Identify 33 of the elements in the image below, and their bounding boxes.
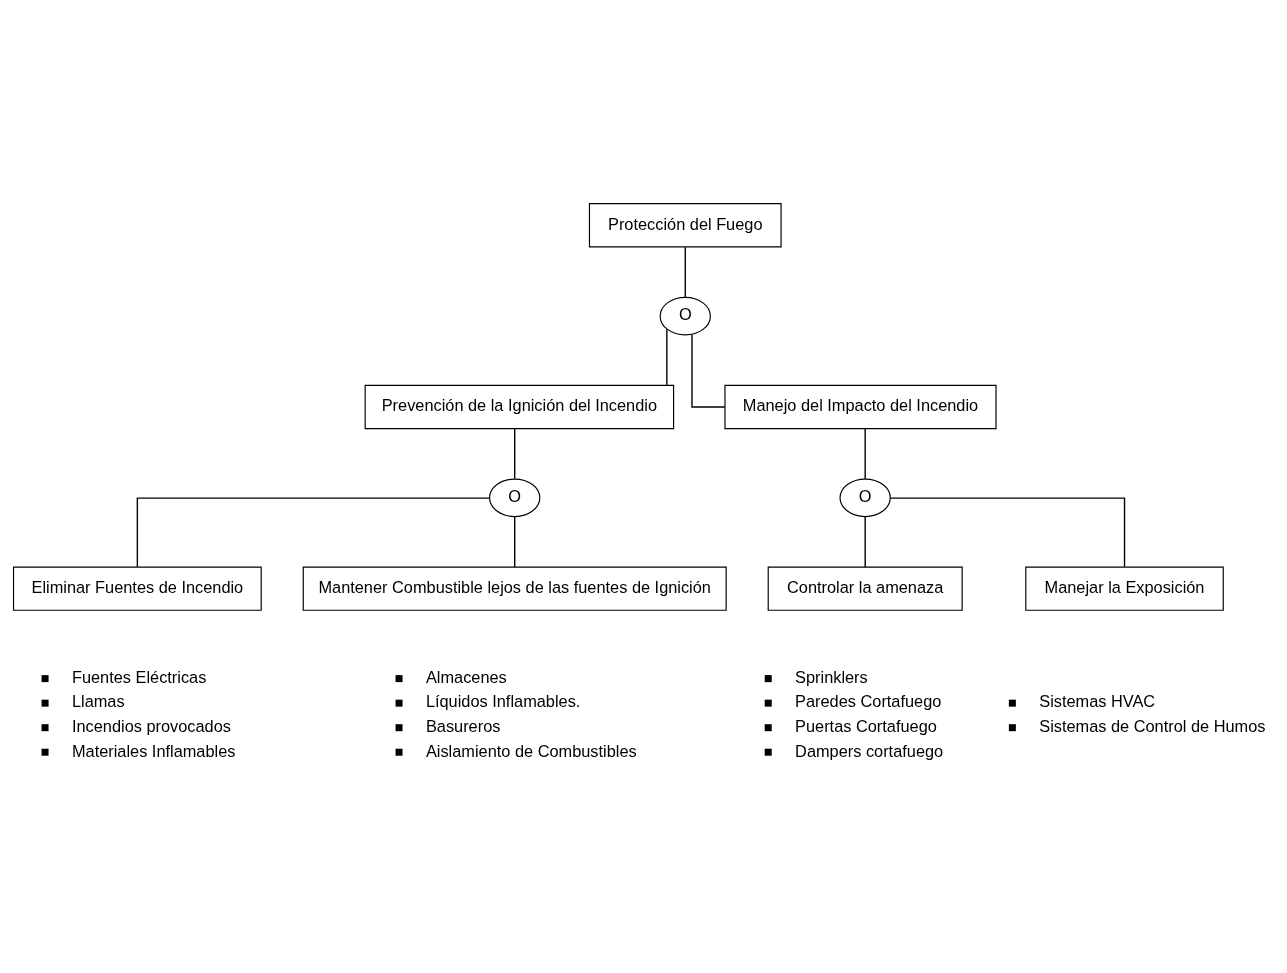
node-ellipse: O	[839, 478, 891, 517]
node-label: Fuentes Eléctricas	[71, 667, 207, 686]
node-label: Líquidos Inflamables.	[425, 691, 581, 710]
node-label: Llamas	[71, 691, 125, 710]
node-box: Controlar la amenaza	[767, 565, 963, 611]
node-label: Puertas Cortafuego	[795, 716, 937, 735]
connector	[864, 427, 866, 479]
connector	[666, 327, 668, 386]
node-label: Basureros	[425, 716, 501, 735]
node-label: Almacenes	[425, 667, 507, 686]
node-label: Aislamiento de Combustibles	[425, 741, 637, 760]
node-label: Paredes Cortafuego	[795, 691, 942, 710]
connector	[136, 496, 491, 567]
node-ellipse: O	[489, 478, 541, 517]
connector	[514, 515, 516, 568]
node-box: Mantener Combustible lejos de las fuentes de Ignición	[302, 565, 727, 611]
node-label: Dampers cortafuego	[795, 741, 944, 760]
node-box: Manejar la Exposición	[1025, 565, 1224, 611]
connector	[889, 496, 1126, 567]
node-label: Sistemas HVAC	[1039, 691, 1156, 710]
node-label: Materiales Inflamables	[71, 741, 236, 760]
node-label: Sistemas de Control de Humos	[1039, 716, 1266, 735]
node-box: Eliminar Fuentes de Incendio	[12, 565, 262, 611]
node-label: Sprinklers	[795, 667, 868, 686]
node-box: Prevención de la Ignición del Incendio	[364, 384, 675, 429]
node-box: Protección del Fuego	[588, 202, 782, 247]
node-box: Manejo del Impacto del Incendio	[724, 384, 997, 429]
connector	[684, 246, 686, 298]
node-ellipse: O	[659, 296, 711, 335]
connector	[691, 333, 726, 408]
node-label: Incendios provocados	[71, 716, 231, 735]
connector	[864, 515, 866, 568]
connector	[514, 427, 516, 479]
